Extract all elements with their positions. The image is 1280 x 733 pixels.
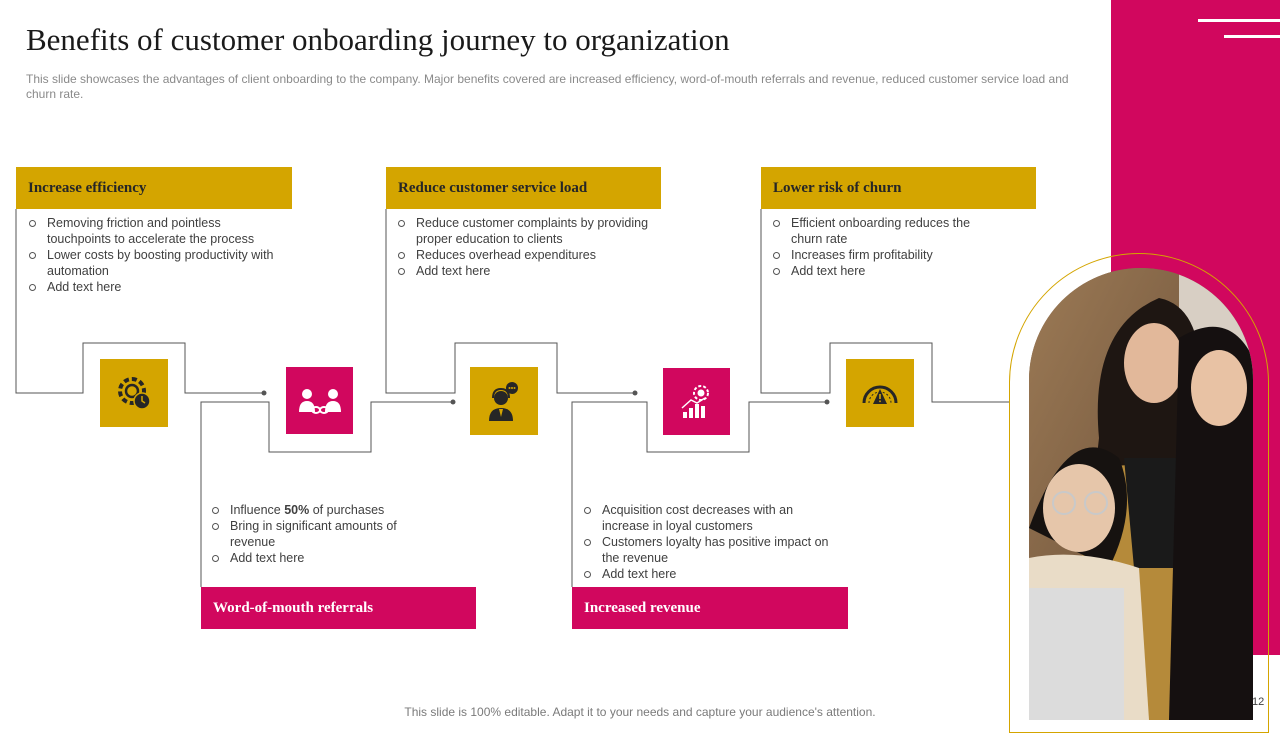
page-number: 12 [1252, 696, 1265, 708]
decorative-line [1224, 35, 1280, 38]
bullet-item: Efficient onboarding reduces the churn r… [772, 215, 1002, 247]
benefit-bullets-increase-efficiency: Removing friction and pointless touchpoi… [28, 215, 278, 295]
bullet-item: Add text here [397, 263, 662, 279]
bullet-item: Bring in significant amounts of revenue [211, 518, 411, 550]
slide-footer-note: This slide is 100% editable. Adapt it to… [404, 705, 876, 719]
benefit-bullets-increased-revenue: Acquisition cost decreases with an incre… [583, 502, 833, 582]
team-photo [1029, 268, 1253, 720]
bullet-item: Add text here [211, 550, 411, 566]
bullet-item: Increases firm profitability [772, 247, 1002, 263]
highlight-value: 50% [284, 503, 310, 517]
decorative-line [1198, 19, 1280, 22]
benefit-heading-lower-churn: Lower risk of churn [761, 167, 1036, 209]
page-title: Benefits of customer onboarding journey … [26, 22, 730, 57]
bullet-item: Add text here [583, 566, 833, 582]
benefit-heading-word-of-mouth: Word-of-mouth referrals [201, 587, 476, 629]
bullet-item: Removing friction and pointless touchpoi… [28, 215, 278, 247]
revenue-growth-icon [663, 368, 730, 435]
bullet-item: Customers loyalty has positive impact on… [583, 534, 833, 566]
bullet-item: Add text here [28, 279, 278, 295]
bullet-item: Influence 50% of purchases [211, 502, 411, 518]
people-handshake-icon [286, 367, 353, 434]
bullet-item: Acquisition cost decreases with an incre… [583, 502, 833, 534]
bullet-item: Reduces overhead expenditures [397, 247, 662, 263]
benefit-bullets-lower-churn: Efficient onboarding reduces the churn r… [772, 215, 1002, 279]
benefit-heading-reduce-service-load: Reduce customer service load [386, 167, 661, 209]
bullet-item: Add text here [772, 263, 1002, 279]
benefit-bullets-reduce-service-load: Reduce customer complaints by providing … [397, 215, 662, 279]
gear-clock-icon [100, 359, 168, 427]
support-agent-icon [470, 367, 538, 435]
bullet-item: Reduce customer complaints by providing … [397, 215, 662, 247]
risk-gauge-icon [846, 359, 914, 427]
benefit-heading-increased-revenue: Increased revenue [572, 587, 848, 629]
page-subtitle: This slide showcases the advantages of c… [26, 72, 1069, 101]
bullet-item: Lower costs by boosting productivity wit… [28, 247, 278, 279]
benefit-heading-increase-efficiency: Increase efficiency [16, 167, 292, 209]
benefit-bullets-word-of-mouth: Influence 50% of purchases Bring in sign… [211, 502, 411, 566]
